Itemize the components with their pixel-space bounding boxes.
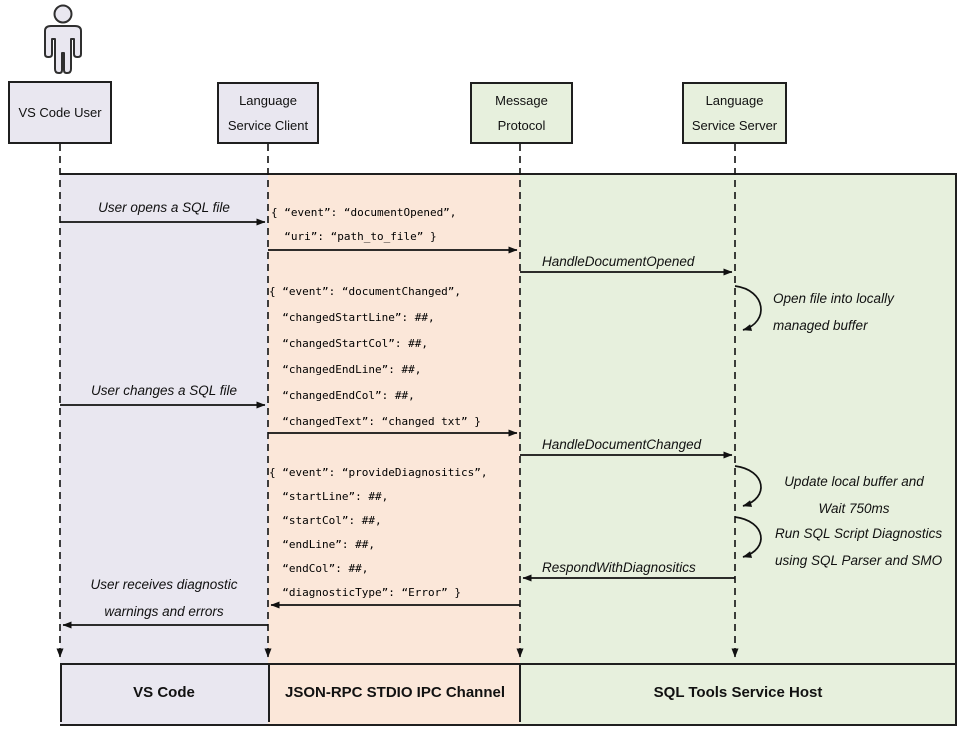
note-open-file: Open file into locally managed buffer xyxy=(773,285,894,339)
lane-vscode xyxy=(60,175,268,724)
note-run-diagnostics-line1: Run SQL Script Diagnostics xyxy=(775,526,943,541)
payload-line: { “event”: “provideDiagnositics”, xyxy=(269,466,488,479)
participant-language-service-server: Language Service Server xyxy=(682,82,787,144)
participant-client-label-line2: Service Client xyxy=(227,118,309,133)
payload-line: “uri”: “path_to_file” } xyxy=(271,230,437,243)
payload-line: { “event”: “documentOpened”, xyxy=(271,206,457,219)
payload-line: “startLine”: ##, xyxy=(269,490,389,503)
participant-message-protocol: Message Protocol xyxy=(470,82,573,144)
bottom-row-divider-2 xyxy=(519,663,521,722)
user-actor-icon xyxy=(44,4,82,74)
payload-line: “changedEndCol”: ##, xyxy=(269,389,415,402)
participant-protocol-label-line2: Protocol xyxy=(497,118,546,133)
message-user-opens-label: User opens a SQL file xyxy=(98,200,230,215)
payload-line: “changedText”: “changed txt” } xyxy=(269,415,481,428)
note-update-buffer: Update local buffer and Wait 750ms xyxy=(773,468,935,522)
note-run-diagnostics-line2: using SQL Parser and SMO xyxy=(775,553,943,568)
payload-line: “endCol”: ##, xyxy=(269,562,369,575)
message-handle-document-changed-label: HandleDocumentChanged xyxy=(542,437,702,452)
payload-line: “changedStartCol”: ##, xyxy=(269,337,428,350)
system-box-service-host: SQL Tools Service Host xyxy=(653,684,823,701)
payload-line: “endLine”: ##, xyxy=(269,538,375,551)
swimlanes xyxy=(60,173,957,726)
lane-ipc-channel xyxy=(268,175,520,724)
message-respond-with-diagnostics-label: RespondWithDiagnositics xyxy=(542,560,696,575)
message-handle-document-opened-label: HandleDocumentOpened xyxy=(542,254,695,269)
note-open-file-line2: managed buffer xyxy=(773,318,868,333)
participant-vscode-user: VS Code User xyxy=(8,81,112,144)
payload-document-opened: { “event”: “documentOpened”, “uri”: “pat… xyxy=(271,201,456,249)
participant-server-label-line1: Language xyxy=(705,93,764,108)
payload-line: { “event”: “documentChanged”, xyxy=(269,285,462,298)
message-user-receives-line1: User receives diagnostic xyxy=(90,577,238,592)
payload-line: “changedStartLine”: ##, xyxy=(269,311,435,324)
payload-document-changed: { “event”: “documentChanged”, “changedSt… xyxy=(269,279,481,435)
payload-line: “changedEndLine”: ##, xyxy=(269,363,422,376)
note-update-buffer-line1: Update local buffer and xyxy=(784,474,924,489)
note-open-file-line1: Open file into locally xyxy=(773,291,894,306)
payload-provide-diagnostics: { “event”: “provideDiagnositics”, “start… xyxy=(269,461,488,605)
message-user-changes-label: User changes a SQL file xyxy=(90,383,238,398)
message-user-receives-label: User receives diagnostic warnings and er… xyxy=(60,571,268,625)
bottom-row-divider-1 xyxy=(268,663,270,722)
participant-client-label-line1: Language xyxy=(239,93,297,108)
payload-line: “diagnosticType”: “Error” } xyxy=(269,586,462,599)
system-box-ipc-channel: JSON-RPC STDIO IPC Channel xyxy=(284,684,506,701)
participant-protocol-label-line1: Message xyxy=(495,93,548,108)
message-user-receives-line2: warnings and errors xyxy=(104,604,224,619)
bottom-row-left-border xyxy=(60,663,62,722)
participant-language-service-client: Language Service Client xyxy=(217,82,319,144)
bottom-row-top-border xyxy=(60,663,957,665)
lane-service-host xyxy=(520,175,955,724)
participant-server-label-line2: Service Server xyxy=(691,118,778,133)
payload-line: “startCol”: ##, xyxy=(269,514,382,527)
note-update-buffer-line2: Wait 750ms xyxy=(818,501,890,516)
note-run-diagnostics: Run SQL Script Diagnostics using SQL Par… xyxy=(775,520,942,574)
participant-vscode-user-label: VS Code User xyxy=(18,105,102,120)
system-box-vscode: VS Code xyxy=(133,684,195,701)
